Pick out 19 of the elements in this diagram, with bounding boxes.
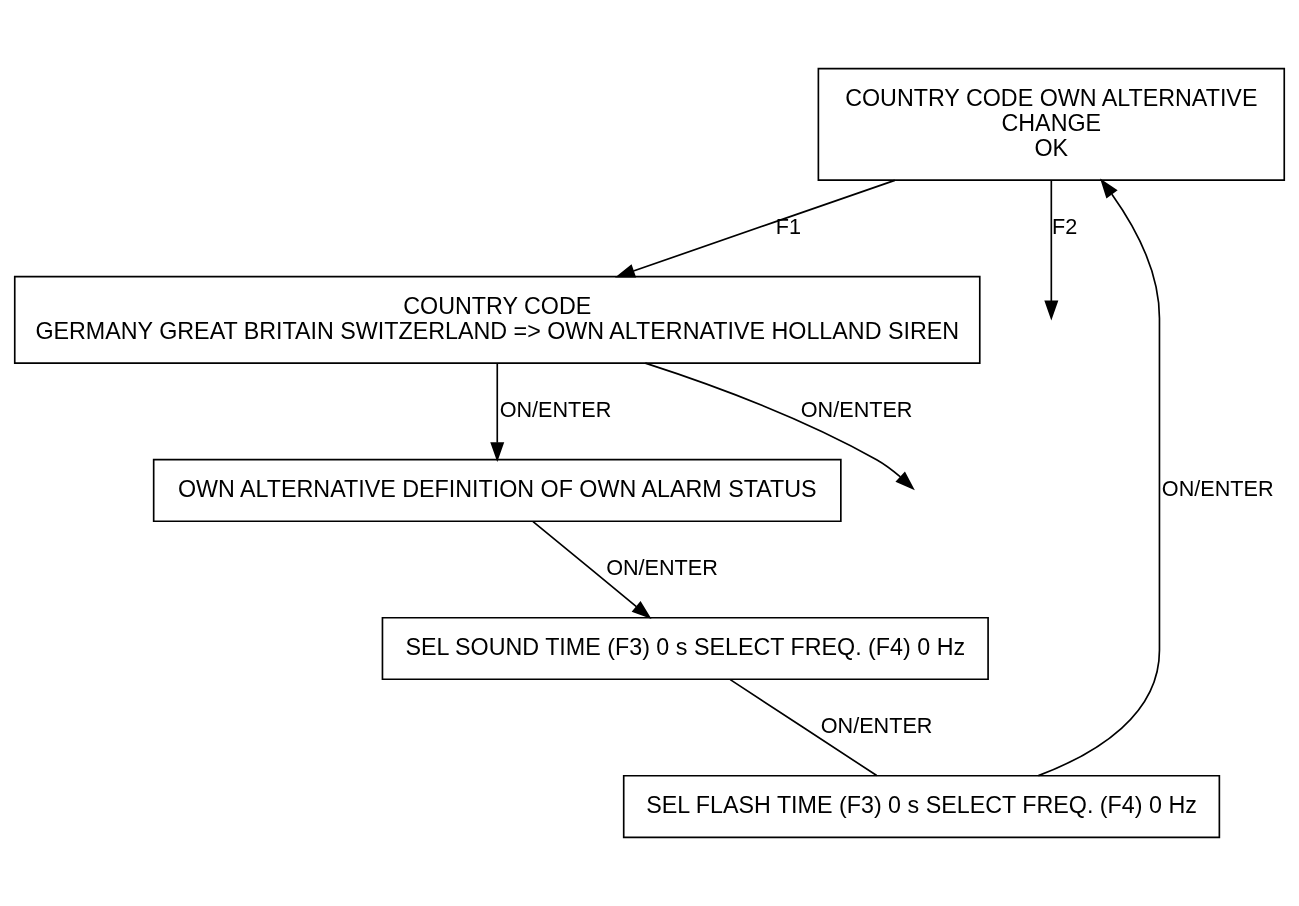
arrow <box>532 520 652 620</box>
node-box: COUNTRY CODE OWN ALTERNATIVE CHANGE OK <box>817 67 1286 181</box>
edge-label: ON/ENTER <box>606 555 718 581</box>
edge-label: F2 <box>1052 214 1078 240</box>
edge-label: ON/ENTER <box>499 397 612 423</box>
edge-label: ON/ENTER <box>1161 476 1274 502</box>
arrow <box>1037 178 1161 777</box>
arrow <box>614 179 896 278</box>
connector <box>729 678 878 777</box>
arrow <box>1044 179 1059 321</box>
edge-label: ON/ENTER <box>800 397 913 423</box>
node-box: COUNTRY CODE GERMANY GREAT BRITAIN SWITZERLAND => OWN ALTERNATIVE HOLLAND SIREN <box>13 275 981 364</box>
arrow <box>644 362 915 491</box>
edge-label: ON/ENTER <box>820 713 933 739</box>
node-box: OWN ALTERNATIVE DEFINITION OF OWN ALARM STATUS <box>152 458 842 523</box>
arrow <box>490 362 505 463</box>
edge-label: F1 <box>775 214 802 240</box>
node-box: SEL FLASH TIME (F3) 0 s SELECT FREQ. (F4) 0 Hz <box>622 774 1221 839</box>
node-box: SEL SOUND TIME (F3) 0 s SELECT FREQ. (F4) 0 Hz <box>381 616 989 681</box>
